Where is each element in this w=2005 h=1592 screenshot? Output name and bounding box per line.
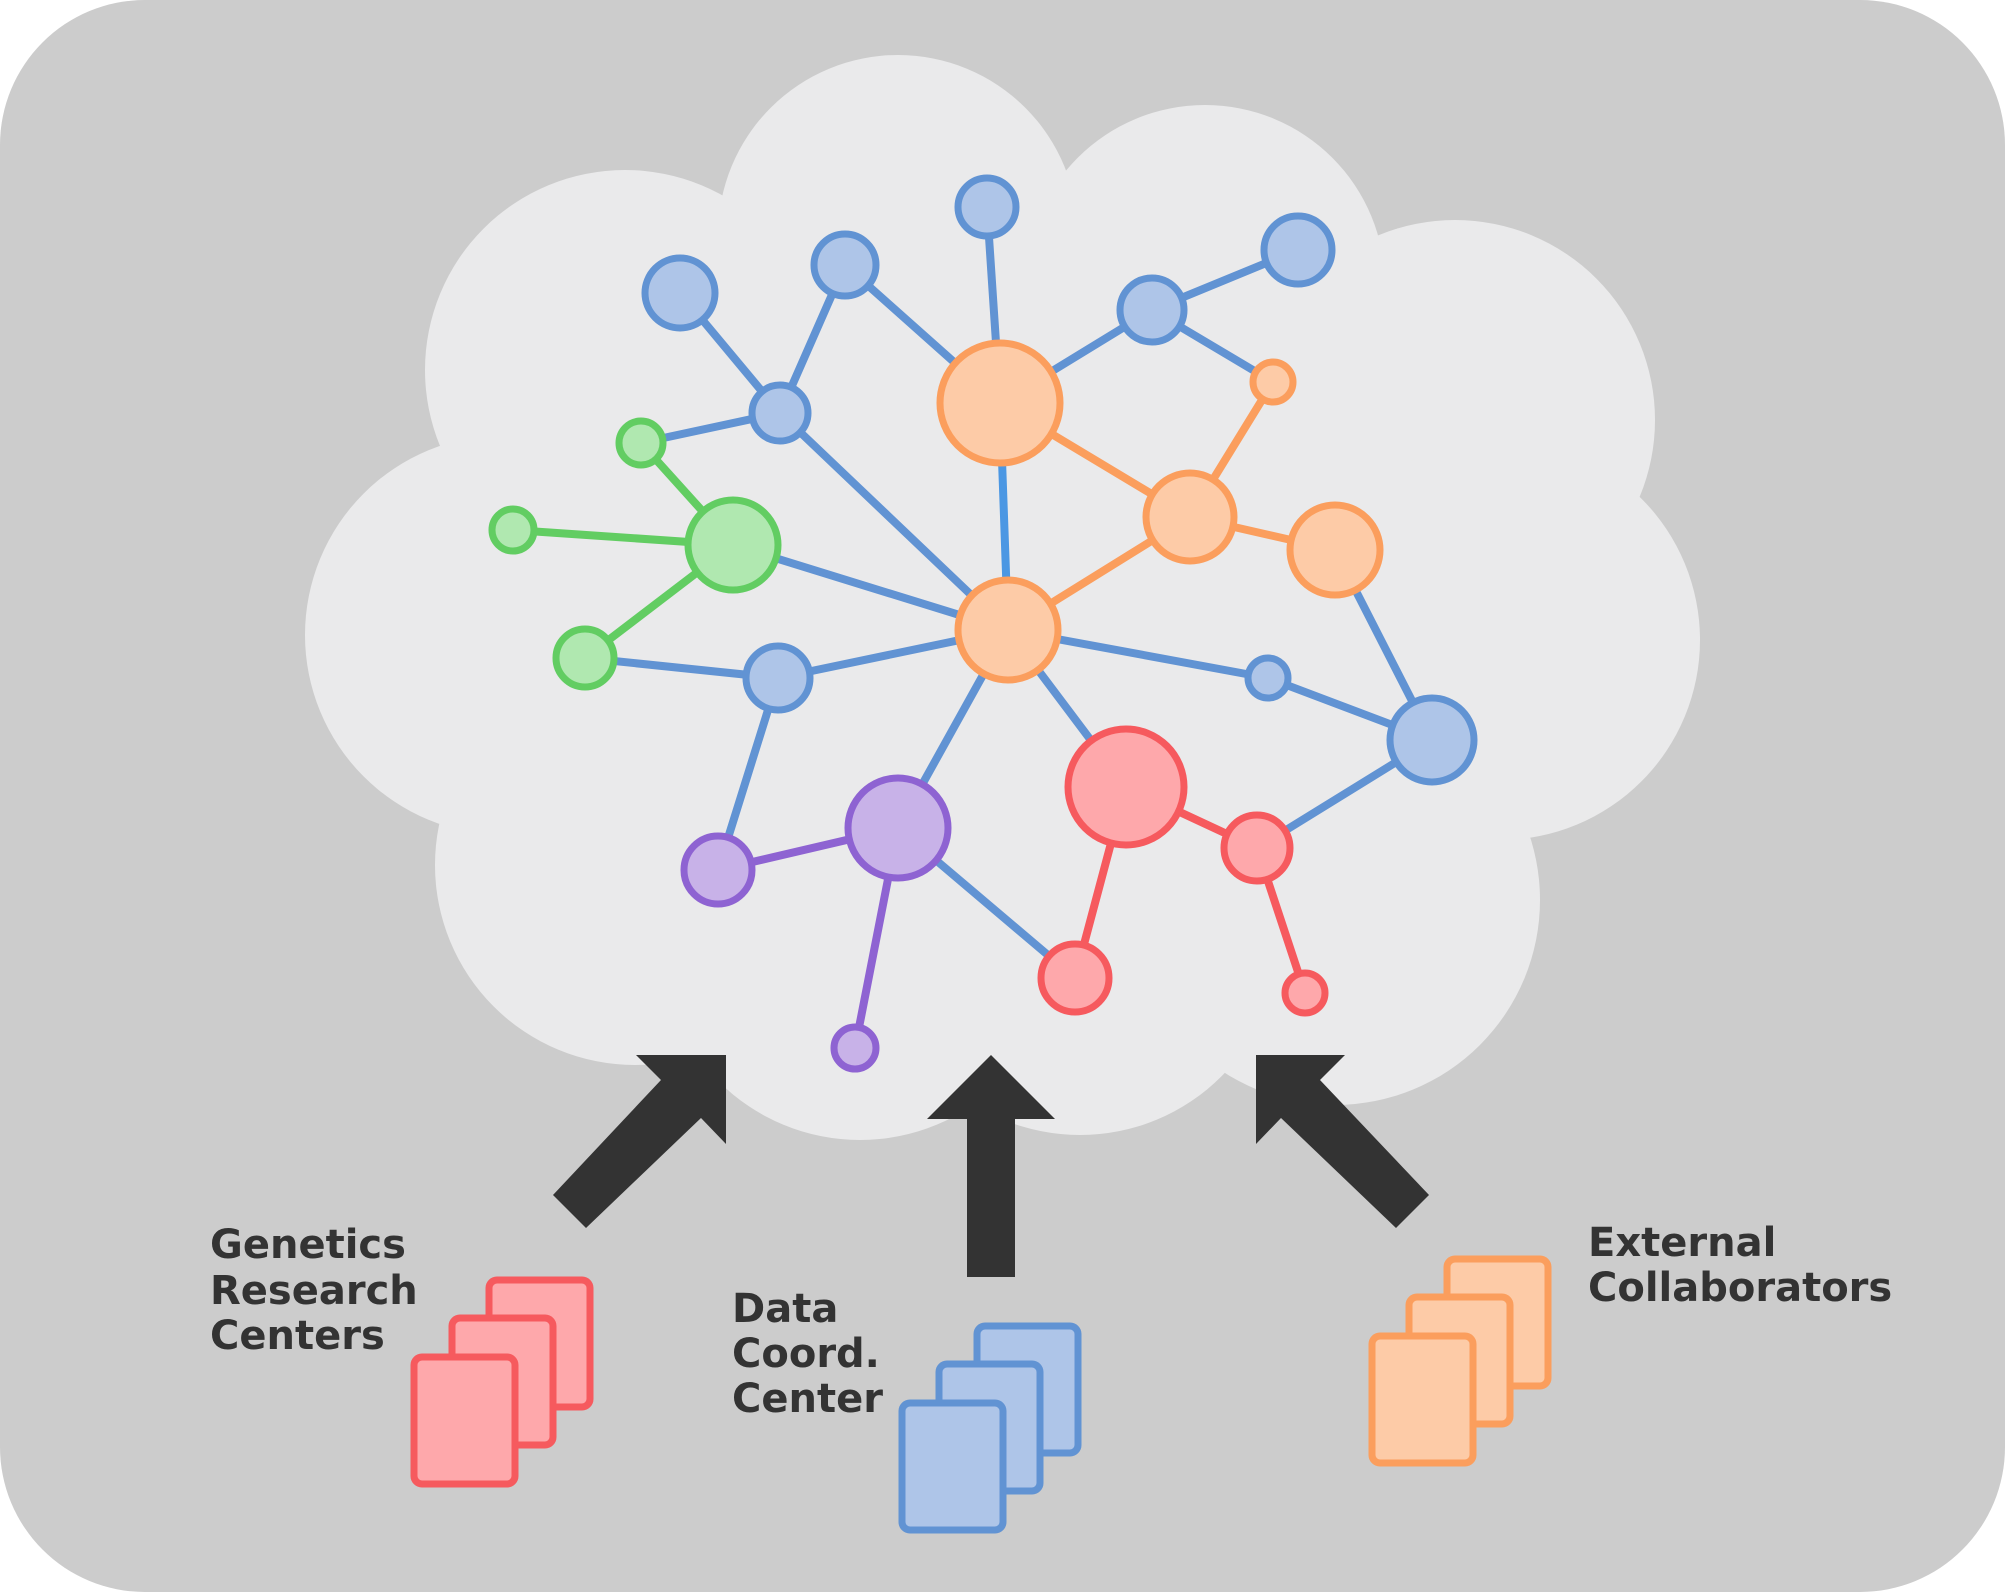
network-node — [1249, 358, 1297, 406]
arrow-up-icon — [927, 1055, 1055, 1277]
network-node — [552, 625, 618, 691]
network-node — [1220, 811, 1294, 885]
network-node — [830, 1023, 880, 1073]
network-node — [1281, 969, 1329, 1017]
network-node — [748, 381, 812, 445]
arrow-up-right-icon — [553, 1055, 726, 1228]
arrow-up-left-icon — [1256, 1055, 1429, 1228]
network-node — [1386, 694, 1478, 786]
external-label: External Collaborators — [1588, 1220, 1892, 1311]
dcc-docs-icon — [898, 1322, 1082, 1534]
network-node — [1260, 212, 1336, 288]
genetics-label: Genetics Research Centers — [210, 1222, 432, 1359]
network-node — [1064, 725, 1188, 849]
network-node — [488, 505, 538, 555]
network-nodes — [488, 174, 1478, 1073]
genetics-docs-icon — [410, 1276, 594, 1488]
network-node — [1286, 501, 1384, 599]
dcc-label: Data Coord. Center — [732, 1286, 894, 1422]
external-docs-icon — [1368, 1255, 1552, 1467]
network-node — [810, 230, 880, 300]
network-node — [641, 254, 719, 332]
network-node — [684, 496, 782, 594]
network-node — [954, 576, 1062, 684]
network-node — [954, 174, 1020, 240]
network-node — [742, 642, 814, 714]
network-node — [680, 832, 756, 908]
network-node — [1116, 274, 1188, 346]
network-node — [1244, 654, 1292, 702]
network-node — [844, 774, 952, 882]
network-node — [1037, 940, 1113, 1016]
network-node — [615, 417, 667, 469]
network-node — [936, 339, 1064, 467]
network-node — [1142, 469, 1238, 565]
